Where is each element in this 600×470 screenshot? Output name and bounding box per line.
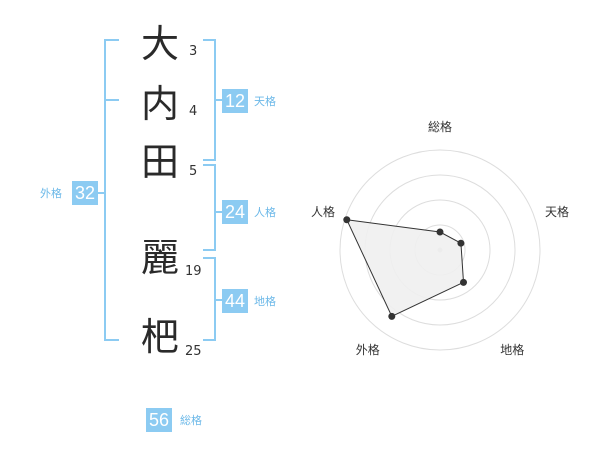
gaikaku-label: 外格 [40, 187, 62, 200]
radar-point-0 [436, 228, 444, 236]
jinkaku-label: 人格 [254, 206, 276, 219]
stroke-count-2: 4 [189, 104, 198, 119]
chikaku-value: 44 [222, 289, 249, 313]
radar-ring [339, 149, 541, 351]
name-char-5: 杷 [140, 315, 179, 359]
chikaku-label: 地格 [254, 295, 276, 308]
radar-point-1 [457, 239, 465, 247]
radar-axis-label-soukaku: 総格 [428, 120, 453, 134]
tenkaku-bracket [203, 39, 216, 161]
radar-axis-label-chikaku: 地格 [500, 342, 525, 357]
stroke-count-1: 3 [189, 44, 198, 59]
stroke-count-3: 5 [189, 164, 198, 179]
stroke-count-5: 25 [185, 344, 202, 359]
radar-axis-label-tenkaku: 天格 [544, 204, 569, 219]
radar-axis-label-jinkaku: 人格 [311, 204, 336, 219]
chikaku-bracket [203, 257, 216, 341]
gaikaku-bracket [104, 39, 119, 341]
radar-axis-label-gaikaku: 外格 [355, 342, 380, 357]
stroke-count-4: 19 [185, 264, 202, 279]
radar-series-polygon [345, 219, 465, 318]
name-char-1: 大 [140, 22, 179, 66]
soukaku-value: 56 [146, 408, 173, 432]
tenkaku-label: 天格 [254, 95, 276, 108]
jinkaku-bracket [203, 164, 216, 251]
soukaku-label: 総格 [180, 414, 202, 427]
radar-point-2 [460, 278, 468, 286]
radar-point-3 [388, 312, 396, 320]
name-char-4: 麗 [140, 236, 179, 280]
radar-chart [339, 149, 541, 351]
jinkaku-value: 24 [222, 200, 249, 224]
tenkaku-value: 12 [222, 89, 249, 113]
radar-point-4 [343, 216, 351, 224]
gaikaku-value: 32 [72, 181, 99, 205]
name-char-2: 内 [140, 82, 179, 126]
name-char-3: 田 [140, 140, 179, 184]
